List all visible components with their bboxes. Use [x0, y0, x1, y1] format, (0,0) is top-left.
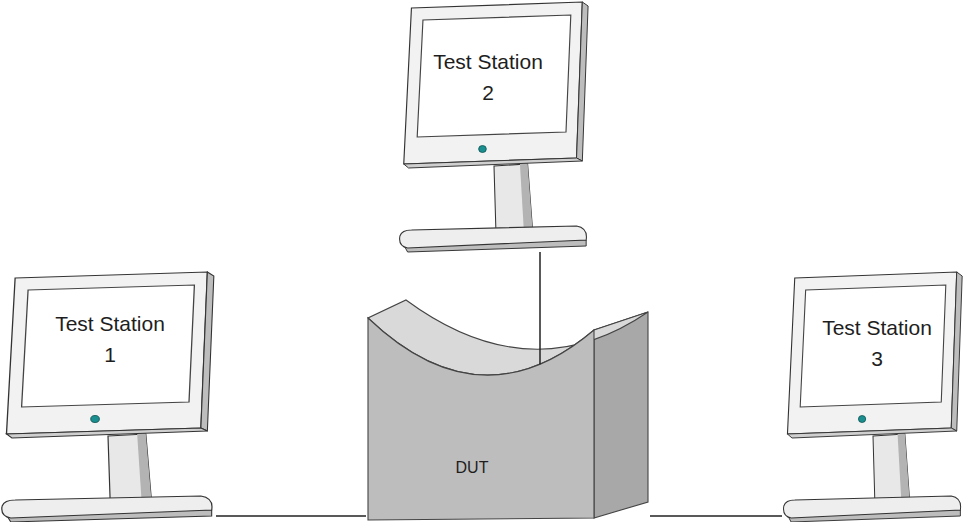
- power-led: [91, 416, 100, 423]
- monitor-frame-lip: [6, 428, 207, 438]
- monitor-neck-shade: [137, 434, 151, 499]
- monitor-neck-shade: [520, 164, 532, 229]
- test-station-monitor: Test Station 2: [398, 2, 590, 252]
- monitor-frame: [787, 272, 956, 434]
- test-station-monitor: Test Station 1: [0, 272, 216, 522]
- dut-outline: [366, 296, 650, 522]
- monitor-base: [784, 496, 961, 518]
- monitor-frame-lip: [787, 428, 956, 438]
- monitor-screen: [22, 285, 195, 407]
- station-label: Test Station 1: [55, 308, 165, 370]
- monitor-base: [400, 226, 587, 248]
- monitor-neck: [494, 164, 532, 231]
- monitor-outline: [0, 272, 216, 522]
- device-label: DUT: [422, 458, 522, 478]
- monitor-neck-shade: [898, 434, 910, 499]
- station-label: Test Station 3: [822, 312, 932, 374]
- monitor-frame: [404, 2, 583, 164]
- monitor-outline: [398, 2, 590, 252]
- cable-line: [216, 515, 366, 517]
- station-label: Test Station 2: [433, 46, 543, 108]
- monitor-outline: [782, 272, 964, 522]
- monitor-screen: [417, 15, 571, 137]
- monitor-neck: [873, 434, 909, 501]
- dut-front-face: [368, 318, 594, 520]
- test-station-monitor: Test Station 3: [782, 272, 964, 522]
- monitor-frame-side: [577, 2, 589, 161]
- power-led: [479, 146, 487, 153]
- monitor-frame-side: [951, 272, 962, 431]
- monitor-neck: [108, 434, 151, 501]
- device-under-test: DUT: [366, 296, 650, 522]
- monitor-frame-side: [201, 272, 214, 431]
- cable-line: [650, 515, 782, 517]
- monitor-frame: [6, 272, 207, 434]
- power-led: [858, 416, 865, 423]
- monitor-frame-lip: [404, 158, 583, 168]
- cable-line: [539, 252, 541, 364]
- monitor-base: [2, 496, 212, 518]
- dut-side-face: [594, 312, 648, 518]
- monitor-screen: [800, 285, 946, 407]
